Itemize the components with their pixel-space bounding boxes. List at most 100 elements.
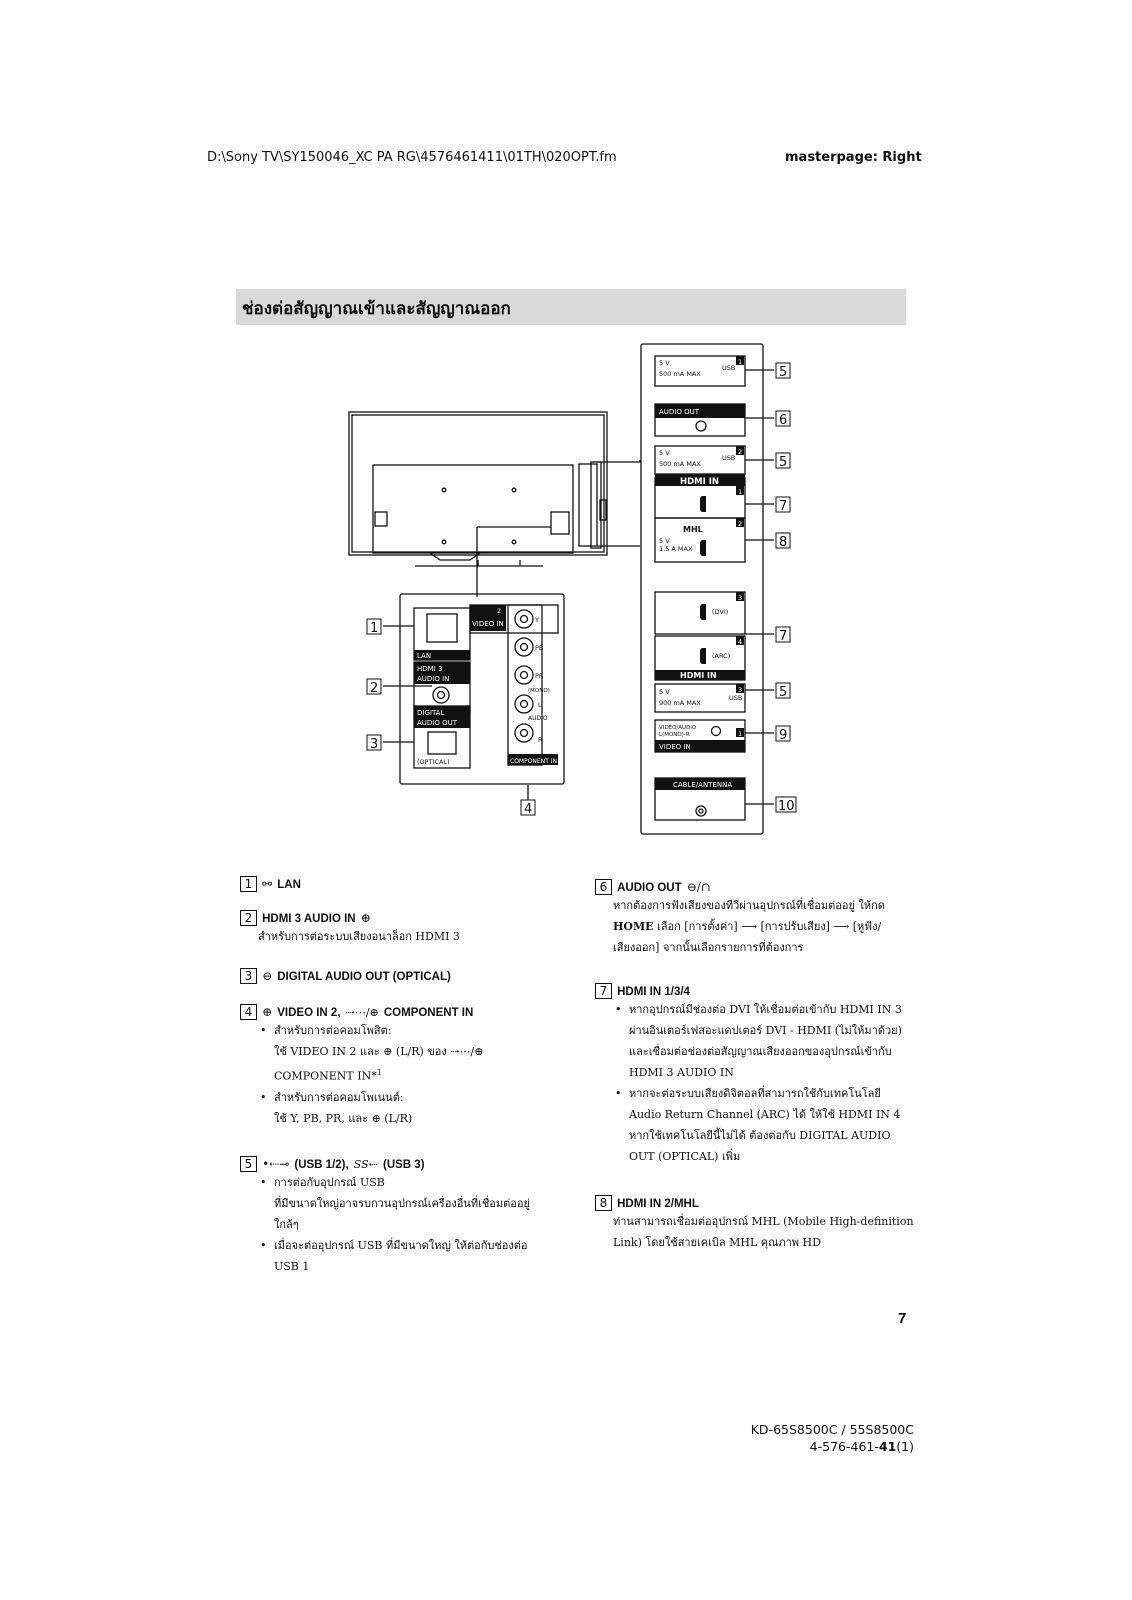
- items-left: 1 ⚯ LAN 2 HDMI 3 AUDIO IN ⊕ สำหรับการต่อ…: [240, 873, 570, 1277]
- connector-diagram: LAN HDMI 3 AUDIO IN DIGITAL AUDIO OUT VI…: [348, 343, 797, 835]
- svg-text:VIDEO/AUDIO: VIDEO/AUDIO: [659, 725, 697, 731]
- usb-ss-icon: SS⇠: [353, 1158, 378, 1171]
- input-arrow-icon: ⊕: [360, 911, 371, 925]
- svg-text:USB: USB: [722, 454, 735, 462]
- masterpage-label: masterpage: Right: [785, 150, 922, 165]
- arrow-icon: ⟶: [833, 920, 850, 933]
- callout-10: 10: [775, 796, 797, 814]
- svg-text:1: 1: [370, 621, 378, 636]
- svg-text:3: 3: [738, 686, 742, 694]
- svg-text:R: R: [538, 736, 543, 744]
- callout-5b: 5: [775, 452, 791, 470]
- output-arrow-icon: ⊖: [262, 969, 273, 983]
- svg-text:7: 7: [779, 499, 787, 514]
- lan-port-label: LAN: [417, 652, 431, 660]
- svg-text:1.5 A MAX: 1.5 A MAX: [659, 545, 693, 553]
- video-in-1-label: VIDEO IN: [659, 743, 691, 751]
- svg-text:500 mA MAX: 500 mA MAX: [659, 370, 701, 378]
- component-in-label: COMPONENT IN: [510, 758, 557, 765]
- svg-text:2: 2: [370, 681, 378, 696]
- item-8: 8 HDMI IN 2/MHL ท่านสามารถเชื่อมต่ออุปกร…: [595, 1192, 915, 1253]
- callout-6: 6: [775, 410, 791, 428]
- hdmi-in-bottom-label: HDMI IN: [680, 671, 717, 680]
- svg-text:5: 5: [779, 455, 787, 470]
- svg-text:HDMI 3: HDMI 3: [417, 665, 442, 673]
- svg-text:L: L: [538, 701, 542, 709]
- document-code: 4-576-461-41(1): [809, 1439, 914, 1454]
- item-2: 2 HDMI 3 AUDIO IN ⊕ สำหรับการต่อระบบเสีย…: [240, 907, 570, 965]
- callout-5a: 5: [775, 362, 791, 380]
- section-banner: ช่องต่อสัญญาณเข้าและสัญญาณออก: [236, 289, 906, 325]
- file-path: D:\Sony TV\SY150046_XC PA RG\4576461411\…: [207, 150, 617, 165]
- footer: KD-65S8500C / 55S8500C 4-576-461-41(1): [751, 1421, 914, 1455]
- svg-text:9: 9: [779, 728, 787, 743]
- svg-text:2: 2: [497, 607, 501, 615]
- item-1: 1 ⚯ LAN: [240, 873, 570, 907]
- callout-2: 2: [366, 678, 382, 696]
- audio-out-port-label: AUDIO OUT: [659, 408, 700, 416]
- svg-text:1: 1: [738, 730, 742, 738]
- svg-text:5 V: 5 V: [659, 688, 670, 696]
- video-in-2-label: VIDEO IN: [472, 620, 504, 628]
- usb-icon: •⇠⊸: [262, 1157, 290, 1171]
- arrow-icon: ⟶: [741, 920, 757, 933]
- input-arrow-icon: ⊕: [262, 1005, 273, 1019]
- headphone-icon: ⊖/∩: [686, 880, 711, 894]
- callout-4: 4: [520, 799, 536, 817]
- svg-text:AUDIO OUT: AUDIO OUT: [417, 719, 458, 727]
- svg-text:3: 3: [738, 594, 742, 602]
- lan-icon: ⚯: [262, 877, 273, 891]
- svg-text:(MONO): (MONO): [528, 688, 550, 694]
- optical-label: (OPTICAL): [417, 758, 450, 766]
- svg-text:8: 8: [779, 535, 787, 550]
- svg-text:900 mA MAX: 900 mA MAX: [659, 699, 701, 707]
- svg-text:Y: Y: [534, 616, 539, 624]
- svg-text:L(MONO)-R: L(MONO)-R: [659, 732, 690, 738]
- items-right: 6 AUDIO OUT ⊖/∩ หากต้องการฟังเสียงของทีว…: [595, 876, 915, 1253]
- component-icon: ⇢⋯/⊕: [345, 1006, 379, 1019]
- item-5: 5 •⇠⊸ (USB 1/2), SS⇠ (USB 3) การต่อกับอุ…: [240, 1153, 570, 1277]
- svg-text:DIGITAL: DIGITAL: [417, 709, 444, 717]
- input-arrow-icon: ⊕: [371, 1111, 381, 1125]
- svg-text:2: 2: [738, 448, 742, 456]
- svg-text:(DVI): (DVI): [712, 608, 728, 616]
- svg-text:5 V: 5 V: [659, 537, 670, 545]
- callout-9: 9: [775, 725, 791, 743]
- item-3: 3 ⊖ DIGITAL AUDIO OUT (OPTICAL): [240, 965, 570, 1001]
- svg-text:(ARC): (ARC): [712, 652, 730, 660]
- item-7: 7 HDMI IN 1/3/4 หากอุปกรณ์มีช่องต่อ DVI …: [595, 980, 915, 1192]
- model-number: KD-65S8500C / 55S8500C: [750, 1422, 914, 1437]
- svg-text:10: 10: [778, 799, 795, 814]
- svg-text:4: 4: [738, 638, 742, 646]
- svg-text:5: 5: [779, 365, 787, 380]
- svg-text:USB: USB: [722, 364, 735, 372]
- svg-text:5: 5: [779, 685, 787, 700]
- svg-text:7: 7: [779, 629, 787, 644]
- item-4: 4 ⊕ VIDEO IN 2, ⇢⋯/⊕ COMPONENT IN สำหรับ…: [240, 1001, 570, 1153]
- cable-antenna-label: CABLE/ANTENNA: [673, 781, 732, 789]
- hdmi-in-top-label: HDMI IN: [680, 477, 719, 487]
- svg-text:4: 4: [524, 802, 532, 817]
- callout-8: 8: [775, 532, 791, 550]
- svg-text:3: 3: [370, 737, 378, 752]
- svg-text:PR: PR: [535, 672, 544, 680]
- input-arrow-icon: ⊕: [383, 1045, 393, 1058]
- callout-5c: 5: [775, 682, 791, 700]
- svg-text:1: 1: [738, 488, 742, 496]
- svg-text:500 mA MAX: 500 mA MAX: [659, 460, 701, 468]
- right-panel-outline: [640, 343, 764, 835]
- callout-3: 3: [366, 734, 382, 752]
- callout-7a: 7: [775, 496, 791, 514]
- svg-text:5 V: 5 V: [659, 449, 670, 457]
- svg-text:USB: USB: [729, 694, 742, 702]
- svg-text:AUDIO IN: AUDIO IN: [417, 675, 449, 683]
- component-icon: ⇢⋯/⊕: [450, 1045, 484, 1058]
- svg-text:MHL: MHL: [683, 525, 703, 534]
- page-number: 7: [898, 1310, 907, 1327]
- svg-text:AUDIO: AUDIO: [528, 715, 548, 722]
- svg-text:6: 6: [779, 413, 787, 428]
- svg-text:2: 2: [738, 520, 742, 528]
- callout-7b: 7: [775, 626, 791, 644]
- section-title: ช่องต่อสัญญาณเข้าและสัญญาณออก: [242, 299, 511, 319]
- svg-text:1: 1: [738, 358, 742, 366]
